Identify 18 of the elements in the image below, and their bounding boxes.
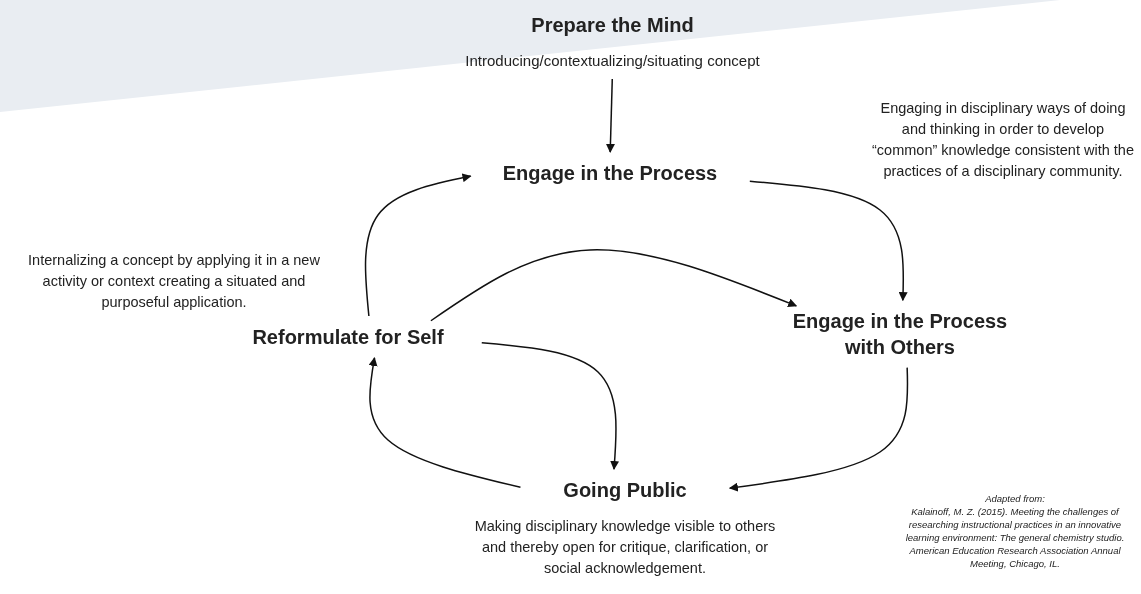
stage-description: Making disciplinary knowledge visible to others and thereby open for critique, clarification, or social acknowledgement.	[473, 517, 777, 578]
arrow	[749, 180, 908, 302]
arrow	[605, 78, 615, 153]
arrow	[728, 366, 909, 492]
stage-description: Internalizing a concept by applying it in a new activity or context creating a situated and purposeful application.	[27, 251, 321, 312]
stage-description: Introducing/contextualizing/situating concept	[464, 51, 761, 71]
stage-title: Engage in the Process	[501, 161, 719, 186]
stage-title: Engage in the Process with Others	[791, 309, 1009, 360]
citation-note: Adapted from:	[984, 492, 1046, 505]
stage-title: Prepare the Mind	[530, 13, 695, 38]
stage-title: Reformulate for Self	[251, 325, 445, 350]
citation-note: Kalainoff, M. Z. (2015). Meeting the challenges of researching instructional practices in an innovative learning environment: The general chemistry studio. American Education Research Association Annual Meeting, Chicago, IL.	[904, 505, 1126, 570]
arrow	[481, 342, 620, 470]
stage-title: Going Public	[562, 478, 688, 503]
arrow	[368, 357, 522, 489]
stage-description: Engaging in disciplinary ways of doing and thinking in order to develop “common” knowledge consistent with the practices of a disciplinary community.	[872, 99, 1134, 181]
arrow	[430, 249, 798, 322]
arrow	[364, 173, 472, 317]
